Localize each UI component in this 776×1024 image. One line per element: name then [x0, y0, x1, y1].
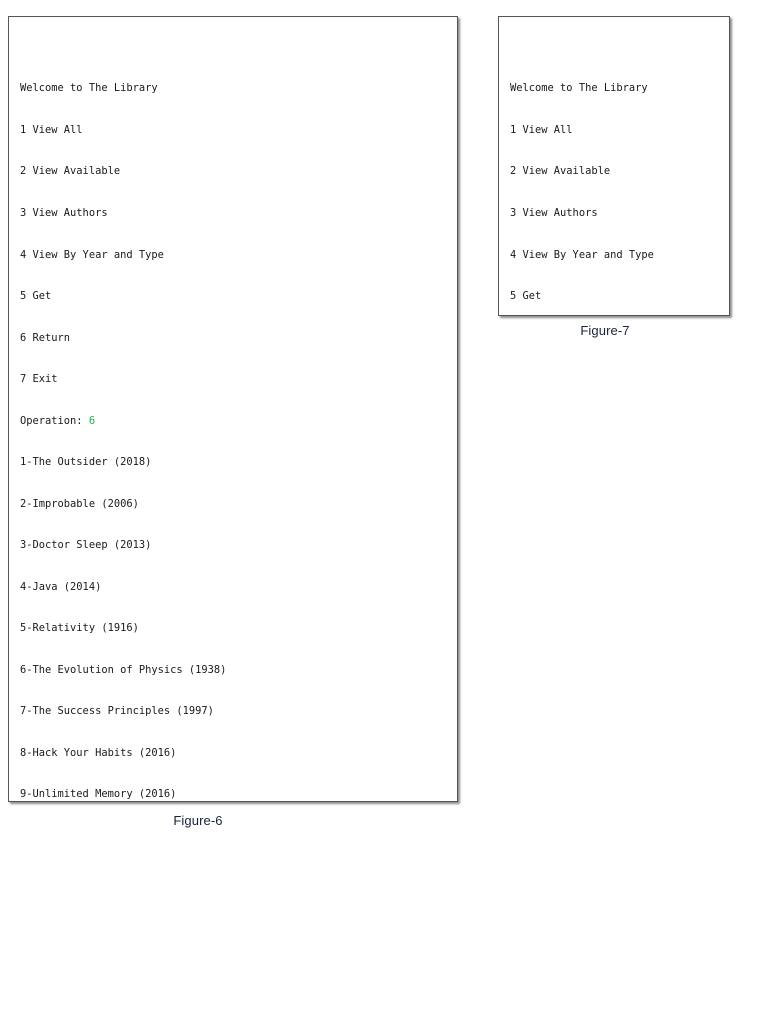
book-item-2: 2-Improbable (2006)	[20, 497, 139, 510]
book-item-3: 3-Doctor Sleep (2013)	[20, 539, 152, 552]
figure7-console-output: Welcome to The Library 1 View All 2 View…	[510, 27, 721, 315]
figure7-caption: Figure-7	[580, 323, 630, 338]
menu-option-1: 1 View All	[20, 123, 83, 136]
figure6-caption: Figure-6	[173, 813, 223, 828]
book-item-4: 4-Java (2014)	[20, 580, 102, 593]
menu-option-4: 4 View By Year and Type	[20, 248, 164, 261]
book-item-5: 5-Relativity (1916)	[20, 622, 139, 635]
book-item-1: 1-The Outsider (2018)	[20, 456, 152, 469]
menu-option-1: 1 View All	[510, 123, 573, 136]
menu-option-7: 7 Exit	[20, 373, 58, 386]
menu-option-6: 6 Return	[20, 331, 71, 344]
menu-option-5: 5 Get	[510, 290, 542, 303]
figure7-console-window: Welcome to The Library 1 View All 2 View…	[498, 16, 730, 316]
operation-prompt-label: Operation:	[20, 414, 89, 427]
book-item-7: 7-The Success Principles (1997)	[20, 705, 214, 718]
book-item-9: 9-Unlimited Memory (2016)	[20, 788, 177, 801]
menu-option-3: 3 View Authors	[20, 206, 108, 219]
book-item-6: 6-The Evolution of Physics (1938)	[20, 663, 227, 676]
figure6-console-window: Welcome to The Library 1 View All 2 View…	[8, 16, 458, 802]
operation-input-value[interactable]: 6	[88, 414, 96, 427]
menu-option-5: 5 Get	[20, 290, 52, 303]
welcome-line: Welcome to The Library	[20, 82, 158, 95]
menu-option-4: 4 View By Year and Type	[510, 248, 654, 261]
book-item-8: 8-Hack Your Habits (2016)	[20, 746, 177, 759]
figure6-console-output: Welcome to The Library 1 View All 2 View…	[20, 27, 447, 801]
welcome-line: Welcome to The Library	[510, 82, 648, 95]
menu-option-2: 2 View Available	[510, 165, 611, 178]
menu-option-3: 3 View Authors	[510, 206, 598, 219]
menu-option-2: 2 View Available	[20, 165, 121, 178]
operation-prompt-line: Operation: 6	[20, 415, 447, 429]
